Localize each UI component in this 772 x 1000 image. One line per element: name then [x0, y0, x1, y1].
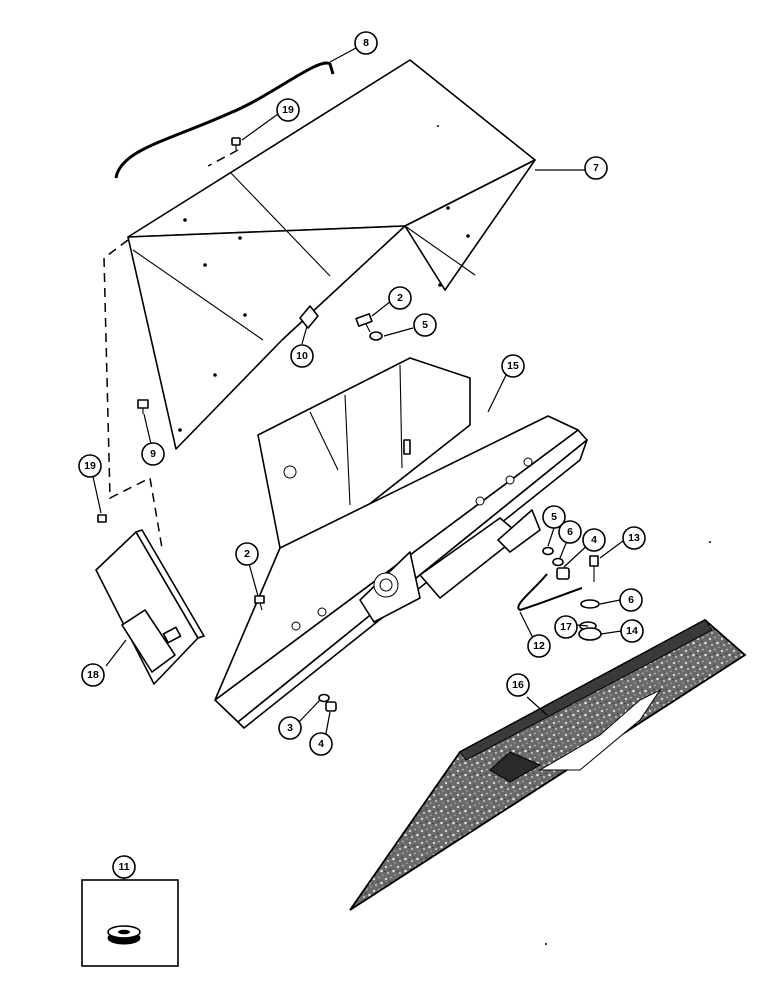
washer-part-3: [318, 693, 330, 703]
callout-label: 17: [560, 621, 572, 633]
cowl-hood-part: [127, 59, 536, 450]
callout-label: 16: [512, 679, 524, 691]
washer-part-6-lower: [580, 599, 600, 609]
callout-4: 4: [582, 528, 606, 552]
callout-label: 19: [282, 104, 294, 116]
screw-part-19-top: [231, 137, 241, 150]
callout-label: 3: [287, 722, 293, 734]
ground-strap-part-12: [517, 573, 583, 612]
weather-strip-part: [114, 61, 335, 179]
callout-label: 13: [628, 532, 640, 544]
callout-4: 4: [309, 732, 333, 756]
callout-11: 11: [112, 855, 136, 879]
callout-13: 13: [622, 526, 646, 550]
washer-part-6-right: [552, 557, 564, 567]
callout-7: 7: [584, 156, 608, 180]
floor-mat-part: [349, 618, 747, 911]
callout-14: 14: [620, 619, 644, 643]
callout-label: 8: [363, 37, 369, 49]
dashed-assembly-line: [103, 239, 163, 549]
callout-18: 18: [81, 663, 105, 687]
nut-part-14: [578, 627, 602, 641]
callout-2: 2: [388, 286, 412, 310]
washer-part-5-top: [369, 331, 383, 341]
callout-label: 4: [591, 534, 597, 546]
callout-19: 19: [276, 98, 300, 122]
clip-part-10: [299, 305, 319, 329]
callout-label: 5: [422, 319, 428, 331]
callout-9: 9: [141, 442, 165, 466]
nut-part-4-bottom: [325, 701, 337, 712]
screw-part-2-mid: [254, 595, 265, 611]
control-panel-part: [214, 357, 588, 729]
callout-label: 2: [244, 548, 250, 560]
callout-8: 8: [354, 31, 378, 55]
bolt-part-13: [589, 555, 599, 582]
callout-label: 9: [150, 448, 156, 460]
callout-6: 6: [619, 588, 643, 612]
callout-label: 15: [507, 360, 519, 372]
callout-10: 10: [290, 344, 314, 368]
callout-label: 4: [318, 738, 324, 750]
nut-part-4-right: [556, 567, 570, 580]
callout-15: 15: [501, 354, 525, 378]
instrument-cluster-part: [95, 529, 205, 685]
callout-2: 2: [235, 542, 259, 566]
screw-part-9: [137, 399, 149, 414]
screw-part-19-left: [97, 514, 107, 523]
callout-19: 19: [78, 454, 102, 478]
grommet-inset-box: [81, 879, 179, 967]
callout-label: 10: [296, 350, 308, 362]
callout-12: 12: [527, 634, 551, 658]
callout-17: 17: [554, 615, 578, 639]
callout-label: 11: [118, 861, 129, 873]
dashed-assembly-line: [207, 149, 239, 167]
callout-label: 18: [87, 669, 99, 681]
callout-label: 5: [551, 511, 557, 523]
callout-label: 14: [626, 625, 638, 637]
callout-label: 6: [567, 526, 573, 538]
callout-label: 2: [397, 292, 403, 304]
callout-3: 3: [278, 716, 302, 740]
callout-label: 19: [84, 460, 96, 472]
callout-16: 16: [506, 673, 530, 697]
washer-part-5-right: [542, 546, 554, 556]
callout-5: 5: [542, 505, 566, 529]
callout-label: 12: [533, 640, 545, 652]
callout-6: 6: [558, 520, 582, 544]
bolt-part-2-top: [355, 313, 373, 333]
callout-5: 5: [413, 313, 437, 337]
callout-label: 7: [593, 162, 599, 174]
callout-label: 6: [628, 594, 634, 606]
